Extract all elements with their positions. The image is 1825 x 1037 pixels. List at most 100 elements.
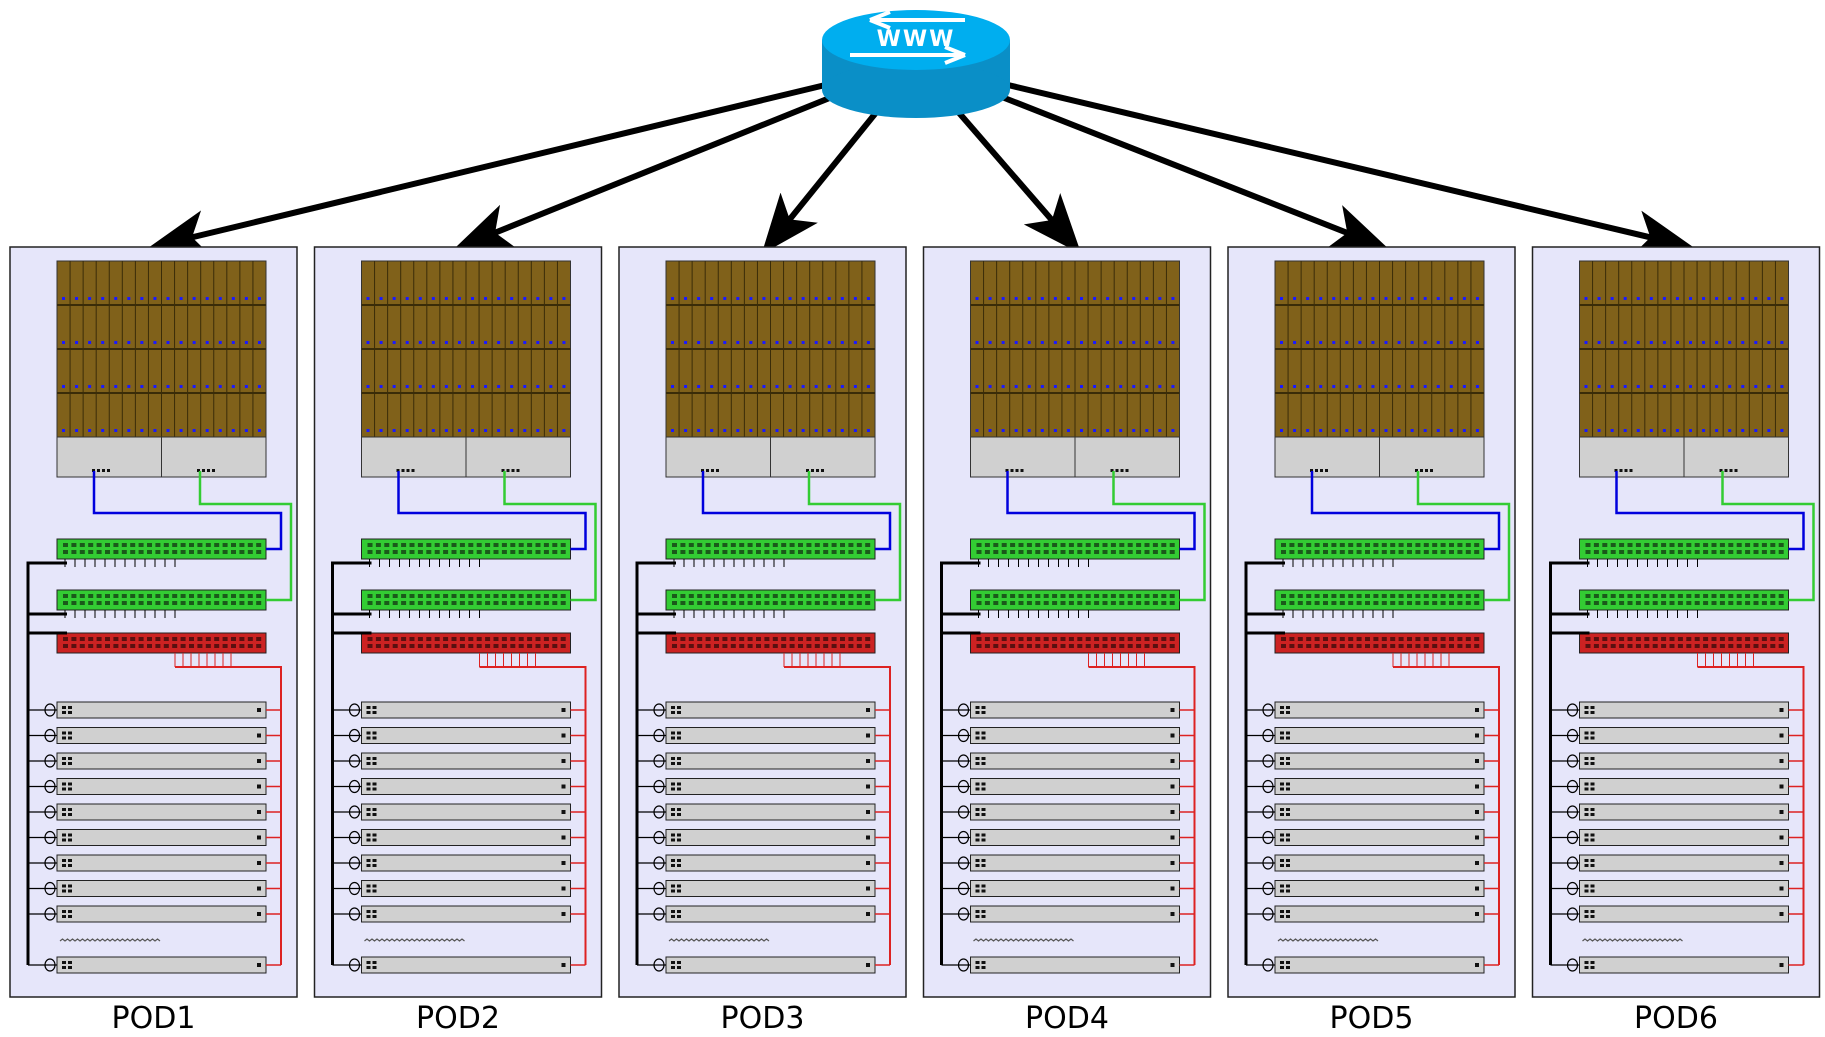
pod-label: POD4 (1025, 1001, 1109, 1036)
management-switch-icon (56, 632, 267, 654)
storage-array-icon (56, 260, 267, 478)
server-cabling (1549, 559, 1805, 965)
server-icon (28, 905, 281, 923)
server-icon (332, 701, 586, 719)
continuation-marker (668, 938, 770, 942)
network-switch-icon (970, 538, 1180, 560)
server-cabling (331, 559, 587, 965)
server-icon (1550, 803, 1804, 821)
server-icon (941, 778, 1195, 795)
server-icon (637, 905, 890, 923)
management-switch-icon (1579, 632, 1789, 654)
uplink-cable (807, 471, 902, 602)
arrow-to-pod-5 (970, 82, 1390, 250)
server-icon (28, 803, 281, 821)
server-icon (1550, 752, 1804, 770)
management-switch-icon (361, 632, 571, 654)
network-switch-icon (665, 538, 876, 560)
uplink-cable (1006, 471, 1196, 551)
server-icon (1246, 701, 1499, 719)
uplink-cable (397, 471, 587, 551)
server-icon (941, 752, 1195, 770)
uplink-cable (1416, 471, 1511, 602)
server-icon (332, 880, 586, 897)
server-icon (1246, 905, 1499, 923)
uplink-cable (1721, 471, 1815, 602)
uplink-cable (503, 471, 597, 602)
server-icon (28, 752, 281, 770)
server-icon (637, 854, 890, 872)
server-icon (941, 880, 1195, 897)
server-icon (1246, 778, 1499, 795)
server-icon (941, 803, 1195, 821)
server-icon (1246, 854, 1499, 872)
server-icon (28, 880, 281, 897)
network-switch-icon (56, 589, 267, 611)
server-icon (1246, 880, 1499, 897)
network-switch-icon (1274, 589, 1485, 611)
continuation-marker (973, 938, 1074, 942)
management-switch-icon (970, 632, 1180, 654)
continuation-marker (1582, 938, 1683, 942)
server-cabling (26, 559, 282, 965)
server-icon (1550, 829, 1804, 846)
server-icon (941, 854, 1195, 872)
pod-6: POD6 (1531, 246, 1821, 1036)
pod-label: POD2 (416, 1001, 500, 1036)
pod-1: POD1 (9, 246, 298, 1036)
server-icon (28, 778, 281, 795)
pod-label: POD5 (1330, 1001, 1414, 1036)
storage-array-icon (665, 260, 876, 478)
server-icon (332, 829, 586, 846)
pods-group: POD1 POD2 POD3 POD4 POD5 POD6 (9, 246, 1821, 1036)
pod-label: POD3 (721, 1001, 805, 1036)
server-icon (1550, 778, 1804, 795)
uplink-cable (701, 471, 892, 551)
server-icon (1550, 701, 1804, 719)
server-icon (941, 956, 1195, 974)
network-switch-icon (56, 538, 267, 560)
uplink-cable (1112, 471, 1206, 602)
server-icon (332, 803, 586, 821)
server-icon (941, 829, 1195, 846)
internet-router-icon: WWW (822, 10, 1010, 118)
server-icon (637, 778, 890, 795)
server-icon (28, 854, 281, 872)
server-icon (637, 880, 890, 897)
pod-3: POD3 (618, 246, 907, 1036)
server-cabling (940, 559, 1196, 965)
server-icon (637, 803, 890, 821)
server-icon (941, 905, 1195, 923)
arrow-to-pod-2 (453, 82, 863, 250)
server-icon (1550, 956, 1804, 974)
server-icon (637, 752, 890, 770)
network-switch-icon (361, 589, 571, 611)
network-switch-icon (1579, 538, 1789, 560)
storage-array-icon (361, 260, 571, 478)
network-switch-icon (361, 538, 571, 560)
pod-label: POD6 (1634, 1001, 1718, 1036)
pod-label: POD1 (112, 1001, 196, 1036)
server-icon (332, 752, 586, 770)
pod-4: POD4 (922, 246, 1212, 1036)
server-cabling (635, 559, 891, 965)
server-icon (637, 727, 890, 744)
server-icon (637, 829, 890, 846)
network-switch-icon (1274, 538, 1485, 560)
continuation-marker (59, 938, 161, 942)
server-icon (332, 854, 586, 872)
storage-array-icon (970, 260, 1180, 478)
server-icon (1246, 829, 1499, 846)
server-icon (1246, 803, 1499, 821)
network-switch-icon (970, 589, 1180, 611)
server-icon (637, 701, 890, 719)
pod-5: POD5 (1227, 246, 1516, 1036)
server-icon (1550, 880, 1804, 897)
arrow-to-pod-1 (148, 82, 826, 258)
server-icon (28, 727, 281, 744)
server-icon (332, 778, 586, 795)
server-icon (1550, 854, 1804, 872)
uplink-cable (92, 471, 283, 551)
